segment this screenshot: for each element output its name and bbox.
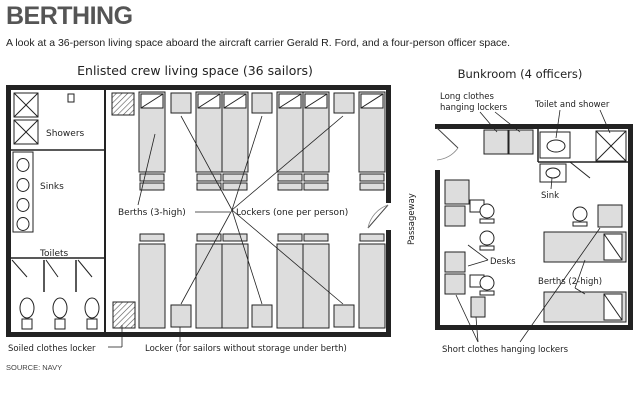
shower-stalls: [13, 92, 75, 145]
bottom-lockers: [112, 301, 355, 329]
officer-berths-label: Berths (2-high): [538, 277, 602, 287]
officer-room: [435, 124, 633, 330]
page-title: BERTHING: [6, 2, 133, 30]
officer-desks: [444, 179, 486, 318]
source-note: SOURCE: NAVY: [6, 363, 63, 372]
top-lockers: [111, 92, 355, 116]
enlisted-leader-lines: [108, 115, 344, 348]
berths-label: Berths (3-high): [118, 208, 186, 218]
officer-heading: Bunkroom (4 officers): [458, 67, 583, 81]
lockers-label: Lockers (one per person): [236, 208, 348, 218]
toilets-label: Toilets: [39, 249, 69, 259]
sink-label: Sink: [541, 191, 559, 201]
sinks-label: Sinks: [40, 182, 64, 192]
desks-label: Desks: [490, 257, 516, 267]
officer-chairs: [479, 203, 623, 296]
passageway-label: Passageway: [407, 193, 417, 245]
officer-leader-lines: [455, 109, 611, 343]
short-lockers-label: Short clothes hanging lockers: [442, 345, 569, 355]
toilet-shower-label: Toilet and shower: [534, 100, 610, 110]
enlisted-heading: Enlisted crew living space (36 sailors): [77, 63, 313, 78]
long-lockers-label-line2: hanging lockers: [440, 103, 508, 113]
officer-sink: [539, 163, 567, 183]
sinks: [12, 151, 34, 233]
soiled-clothes-label: Soiled clothes locker: [8, 344, 96, 354]
enlisted-room: [6, 85, 391, 337]
showers-label: Showers: [46, 129, 85, 139]
locker-no-storage-label: Locker (for sailors without storage unde…: [145, 344, 347, 354]
bottom-berths: [138, 243, 386, 329]
long-lockers: [483, 129, 534, 155]
top-berths: [138, 91, 386, 173]
top-drawers: [139, 173, 385, 191]
officer-berths: [543, 231, 627, 323]
long-lockers-label-line1: Long clothes: [440, 92, 494, 102]
toilet-shower: [539, 130, 627, 179]
bottom-drawers: [139, 233, 385, 242]
page-subtitle: A look at a 36-person living space aboar…: [6, 37, 511, 49]
toilet-stalls: [11, 259, 100, 330]
